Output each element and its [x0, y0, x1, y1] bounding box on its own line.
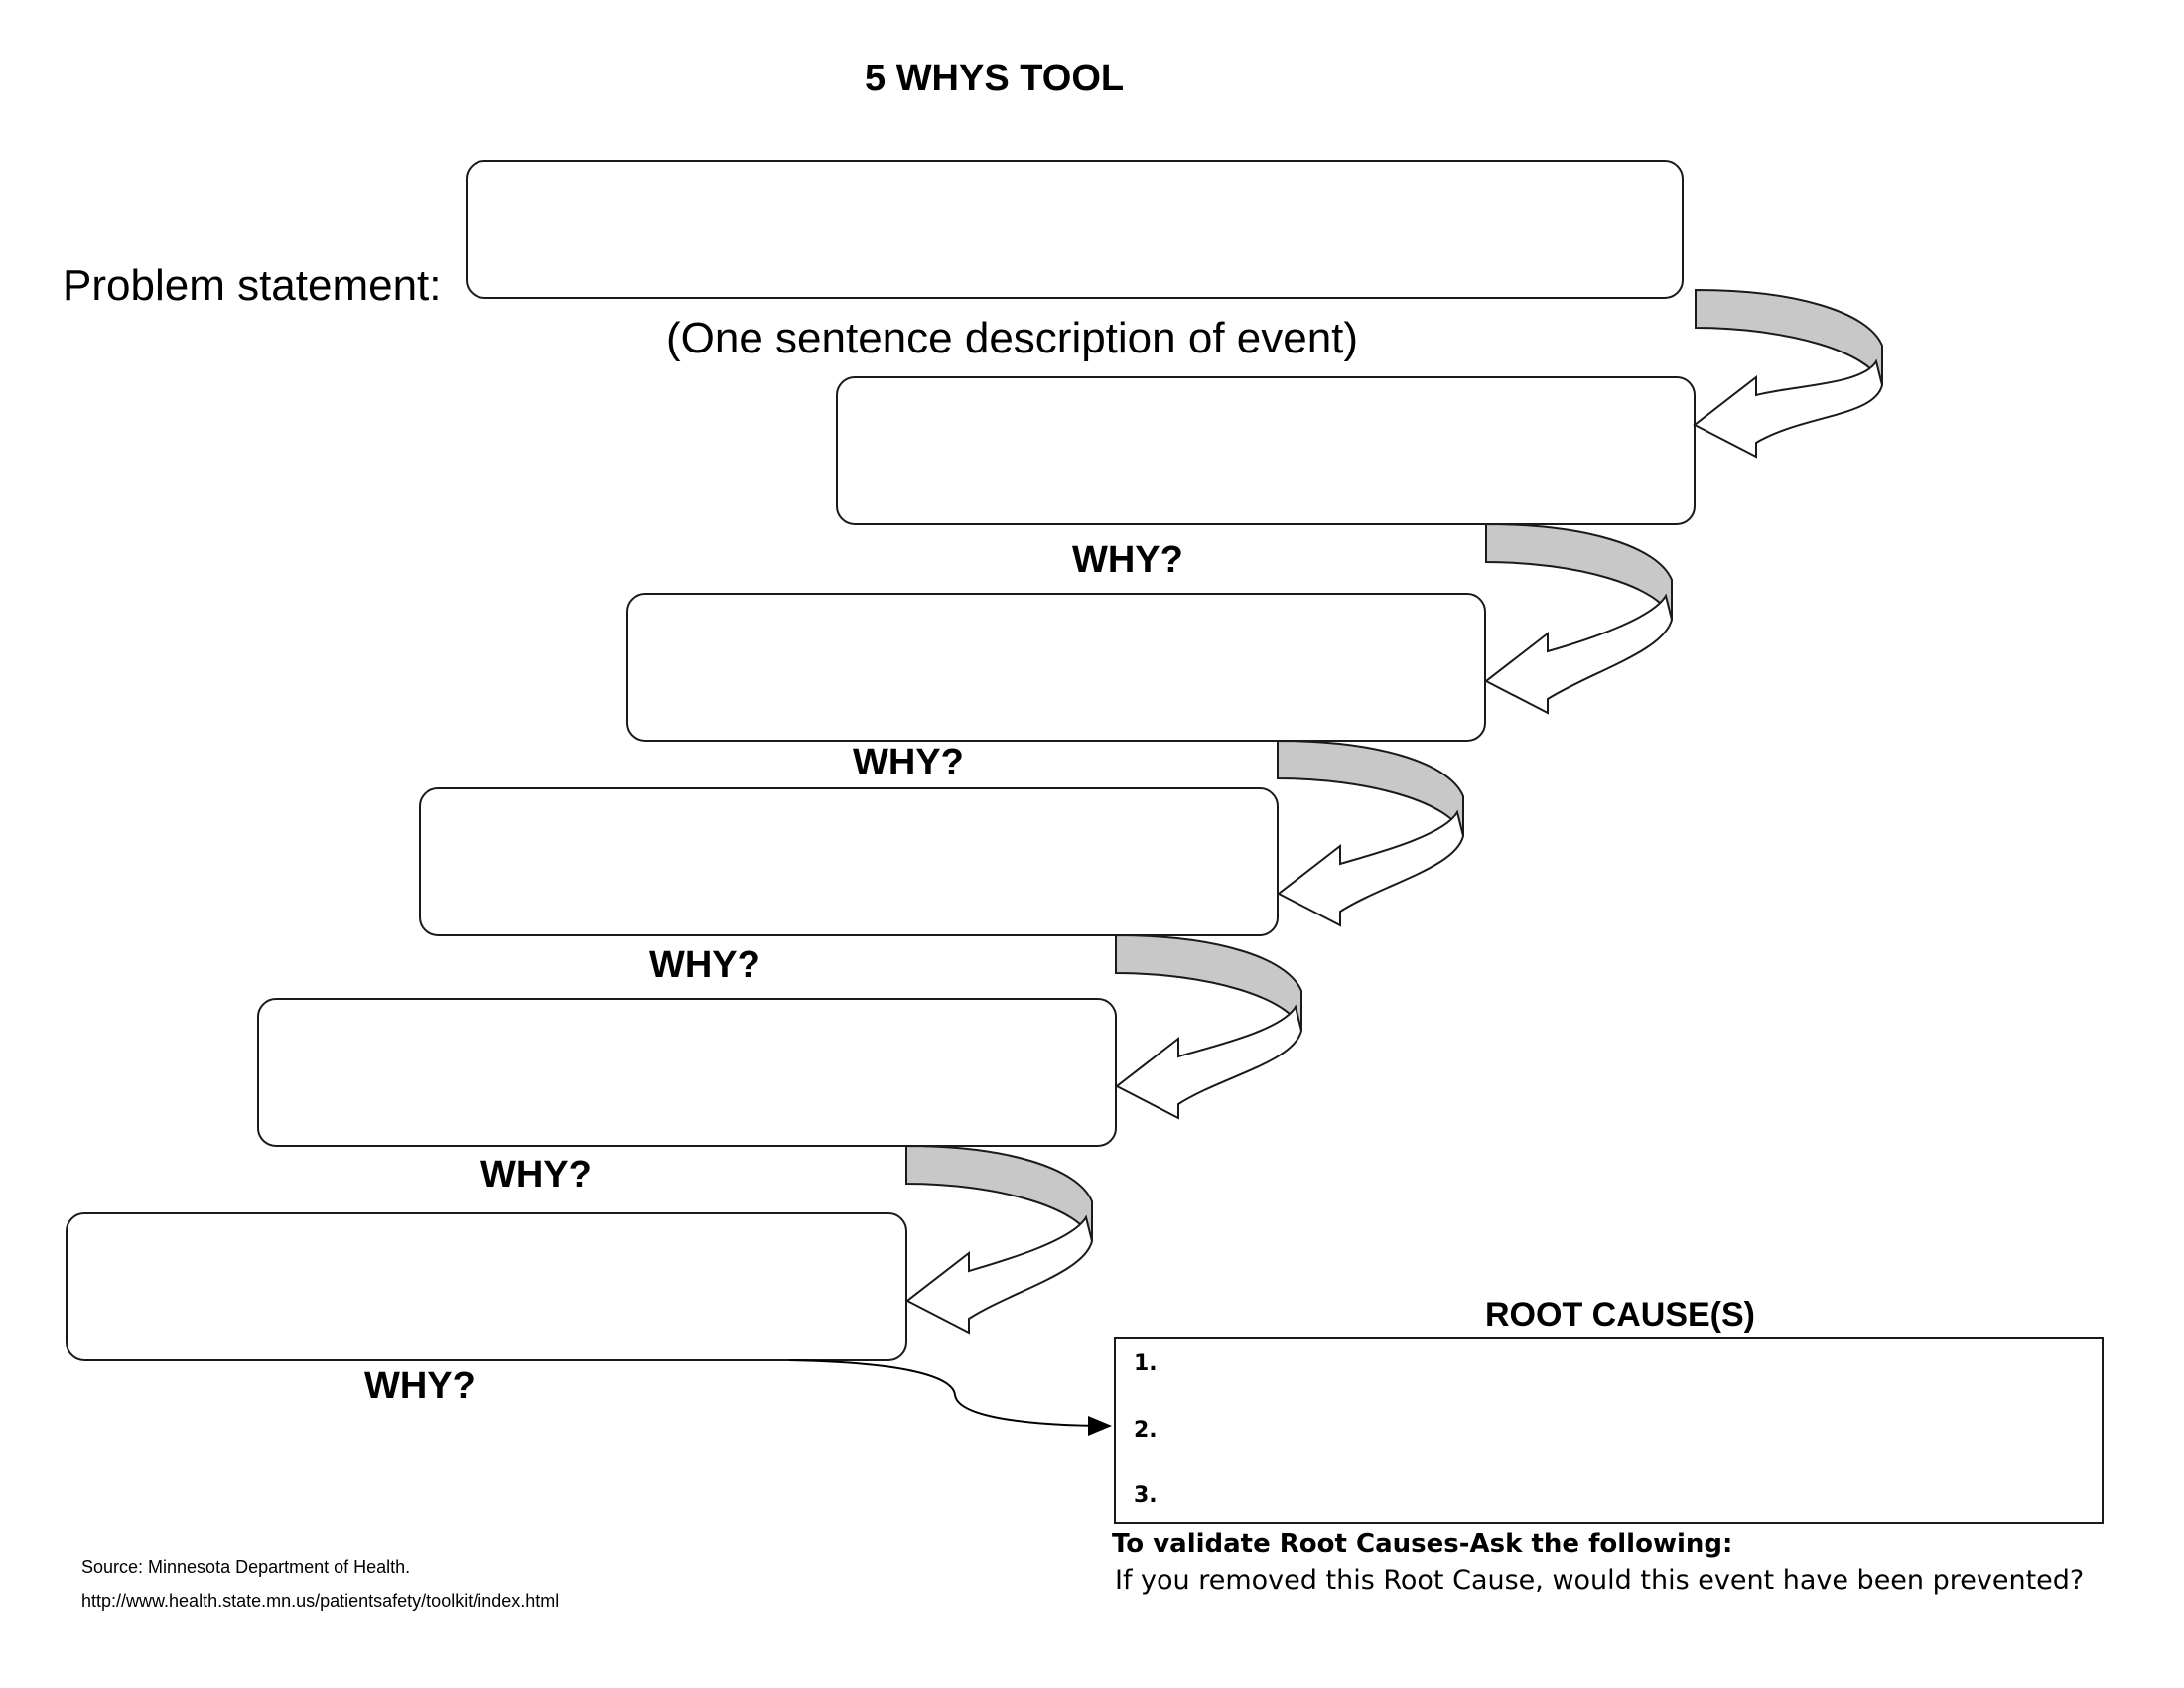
curved-arrow-2: [1484, 522, 1674, 715]
source-line-2: http://www.health.state.mn.us/patientsaf…: [81, 1591, 560, 1611]
problem-statement-caption: (One sentence description of event): [666, 314, 1359, 362]
validate-heading: To validate Root Causes-Ask the followin…: [1112, 1529, 1733, 1559]
page-title: 5 WHYS TOOL: [865, 58, 1125, 99]
curved-arrow-3: [1277, 739, 1465, 927]
source-line-1: Source: Minnesota Department of Health.: [81, 1557, 411, 1577]
problem-statement-label: Problem statement:: [63, 261, 442, 310]
root-cause-item-3: 3.: [1134, 1483, 1158, 1508]
why-box-2[interactable]: [626, 593, 1486, 742]
why-label-4: WHY?: [480, 1154, 592, 1196]
root-cause-title: ROOT CAUSE(S): [1485, 1296, 1755, 1334]
why-box-3[interactable]: [419, 787, 1279, 936]
why-box-4[interactable]: [257, 998, 1117, 1147]
curved-arrow-1: [1693, 288, 1884, 459]
why-label-2: WHY?: [853, 742, 964, 783]
curved-arrow-5: [905, 1144, 1094, 1335]
validate-question: If you removed this Root Cause, would th…: [1115, 1565, 2085, 1596]
problem-statement-box[interactable]: [466, 160, 1684, 299]
root-cause-item-1: 1.: [1134, 1351, 1158, 1376]
curved-arrows: [905, 288, 1884, 1335]
why-label-3: WHY?: [649, 944, 760, 986]
root-cause-connector: [788, 1359, 1112, 1436]
why-label-1: WHY?: [1072, 539, 1183, 581]
root-cause-item-2: 2.: [1134, 1418, 1158, 1443]
why-box-5[interactable]: [66, 1212, 907, 1361]
curved-arrow-4: [1115, 933, 1303, 1120]
why-box-1[interactable]: [836, 376, 1696, 525]
why-label-5: WHY?: [364, 1365, 476, 1407]
root-cause-box[interactable]: [1114, 1337, 2104, 1524]
